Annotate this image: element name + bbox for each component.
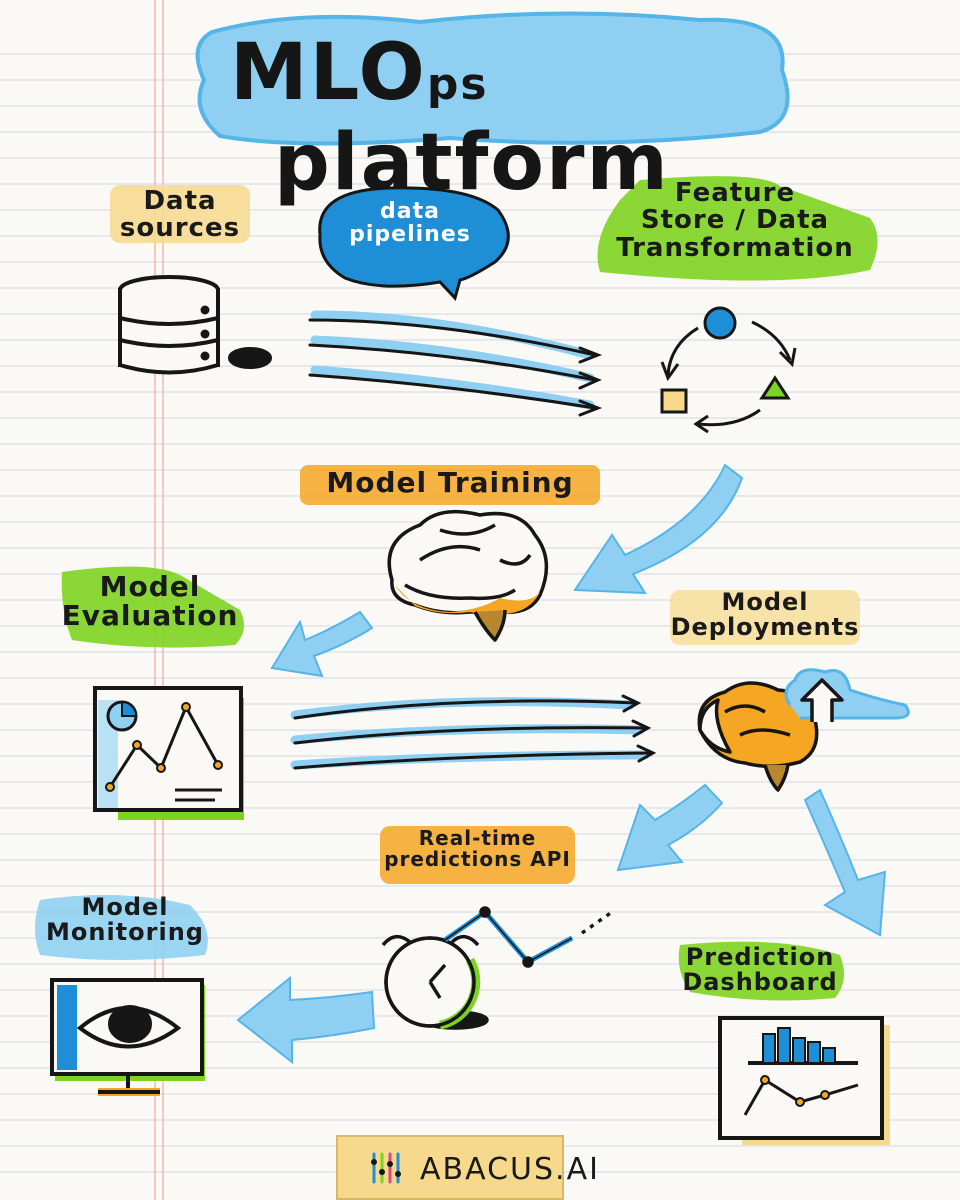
pipeline-arrows-top (308, 310, 603, 417)
arrow-to-monitoring-icon (236, 975, 376, 1065)
title-suffix: ps (426, 59, 489, 110)
pipeline-arrows-middle (290, 694, 657, 770)
label-model-monitoring: Model Monitoring (46, 893, 204, 947)
label-model-training: Model Training (326, 466, 574, 499)
arrow-to-evaluation-icon (270, 610, 374, 678)
label-prediction-dashboard: Prediction Dashboard (682, 943, 838, 997)
transformation-cycle-icon (660, 306, 797, 434)
label-model-deployments: Model Deployments (670, 588, 860, 642)
arrow-to-dashboard-icon (803, 788, 887, 937)
brain-icon (387, 509, 549, 642)
label-model-evaluation: Model Evaluation (61, 570, 239, 633)
dashboard-chart-icon (718, 1016, 890, 1145)
title-main: MLO (230, 28, 427, 118)
arrow-to-api-icon (616, 783, 724, 872)
label-data-sources: Data sources (119, 186, 241, 244)
abacus-logo-icon (371, 1152, 401, 1184)
stopwatch-icon (381, 906, 614, 1030)
database-icon (118, 275, 272, 375)
brain-cloud-icon (697, 668, 910, 792)
label-realtime-api: Real-time predictions API (384, 826, 571, 871)
arrow-to-training-icon (573, 463, 744, 595)
label-data-pipelines: data pipelines (349, 199, 471, 248)
monitor-eye-icon (50, 978, 205, 1096)
brand-name: ABACUS.AI (420, 1152, 600, 1187)
evaluation-chart-icon (93, 686, 244, 820)
title-rest: platform (274, 118, 670, 208)
speech-bubble-icon (318, 186, 510, 301)
label-feature-store: Feature Store / Data Transformation (616, 178, 854, 263)
page-title: MLOps platform (230, 28, 770, 208)
